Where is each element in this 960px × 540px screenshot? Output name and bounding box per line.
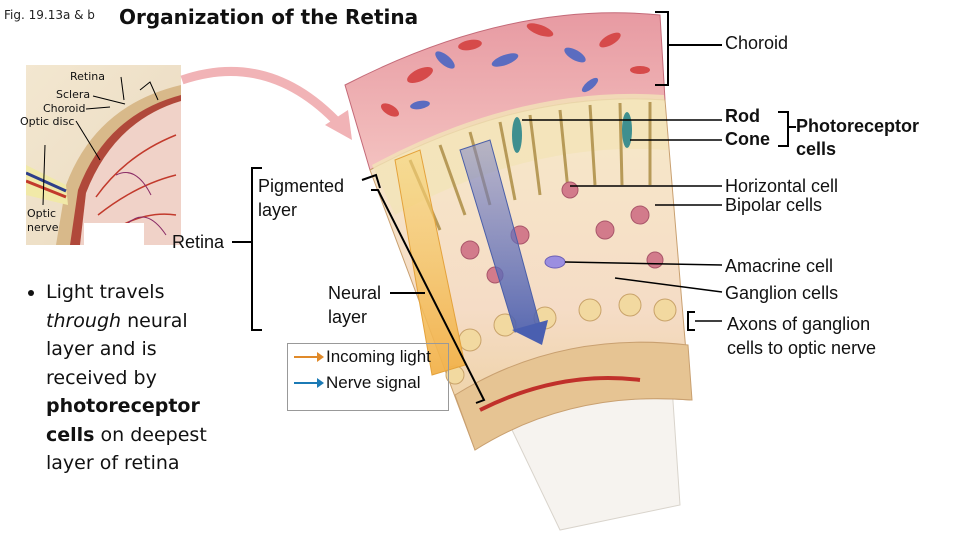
label-neural-line1: Neural	[328, 283, 382, 303]
label-pigmented-line2: layer	[258, 200, 298, 220]
legend-box: Incoming light Nerve signal	[287, 343, 449, 411]
label-choroid: Choroid	[725, 33, 789, 53]
inset-label-optic-nerve-line2: nerve	[27, 221, 59, 234]
nerve-signal-arrow-icon	[294, 378, 324, 388]
legend-item-incoming-light: Incoming light	[294, 347, 431, 367]
inset-label-sclera: Sclera	[56, 88, 91, 101]
bullet-item: Light travels through neural layer and i…	[46, 278, 232, 478]
label-amacrine-cell: Amacrine cell	[725, 256, 834, 276]
label-cone: Cone	[725, 129, 770, 149]
inset-label-retina: Retina	[70, 70, 105, 83]
label-pigmented-line1: Pigmented	[258, 176, 345, 196]
bullet-list: Light travels through neural layer and i…	[22, 278, 232, 478]
page-title: Organization of the Retina	[119, 5, 419, 29]
label-photoreceptor-line1: Photoreceptor	[796, 116, 920, 136]
inset-label-optic-nerve-line1: Optic	[27, 207, 57, 220]
eye-inset-illustration	[26, 65, 181, 245]
label-retina: Retina	[172, 232, 225, 252]
incoming-light-arrow-icon	[294, 352, 324, 362]
label-neural-line2: layer	[328, 307, 368, 327]
inset-label-choroid: Choroid	[43, 102, 86, 115]
label-photoreceptor-line2: cells	[796, 139, 837, 159]
figure-caption: Fig. 19.13a & b	[4, 8, 95, 22]
label-bipolar-cells: Bipolar cells	[725, 195, 823, 215]
label-ganglion-cells: Ganglion cells	[725, 283, 839, 303]
label-horizontal-cell: Horizontal cell	[725, 176, 839, 196]
legend-nerve-signal-label: Nerve signal	[326, 373, 421, 392]
label-rod: Rod	[725, 106, 760, 126]
inset-label-optic-disc: Optic disc	[20, 115, 75, 128]
label-axons-line1: Axons of ganglion	[727, 314, 871, 334]
legend-item-nerve-signal: Nerve signal	[294, 373, 421, 393]
legend-incoming-light-label: Incoming light	[326, 347, 431, 366]
label-axons-line2: cells to optic nerve	[727, 338, 877, 358]
